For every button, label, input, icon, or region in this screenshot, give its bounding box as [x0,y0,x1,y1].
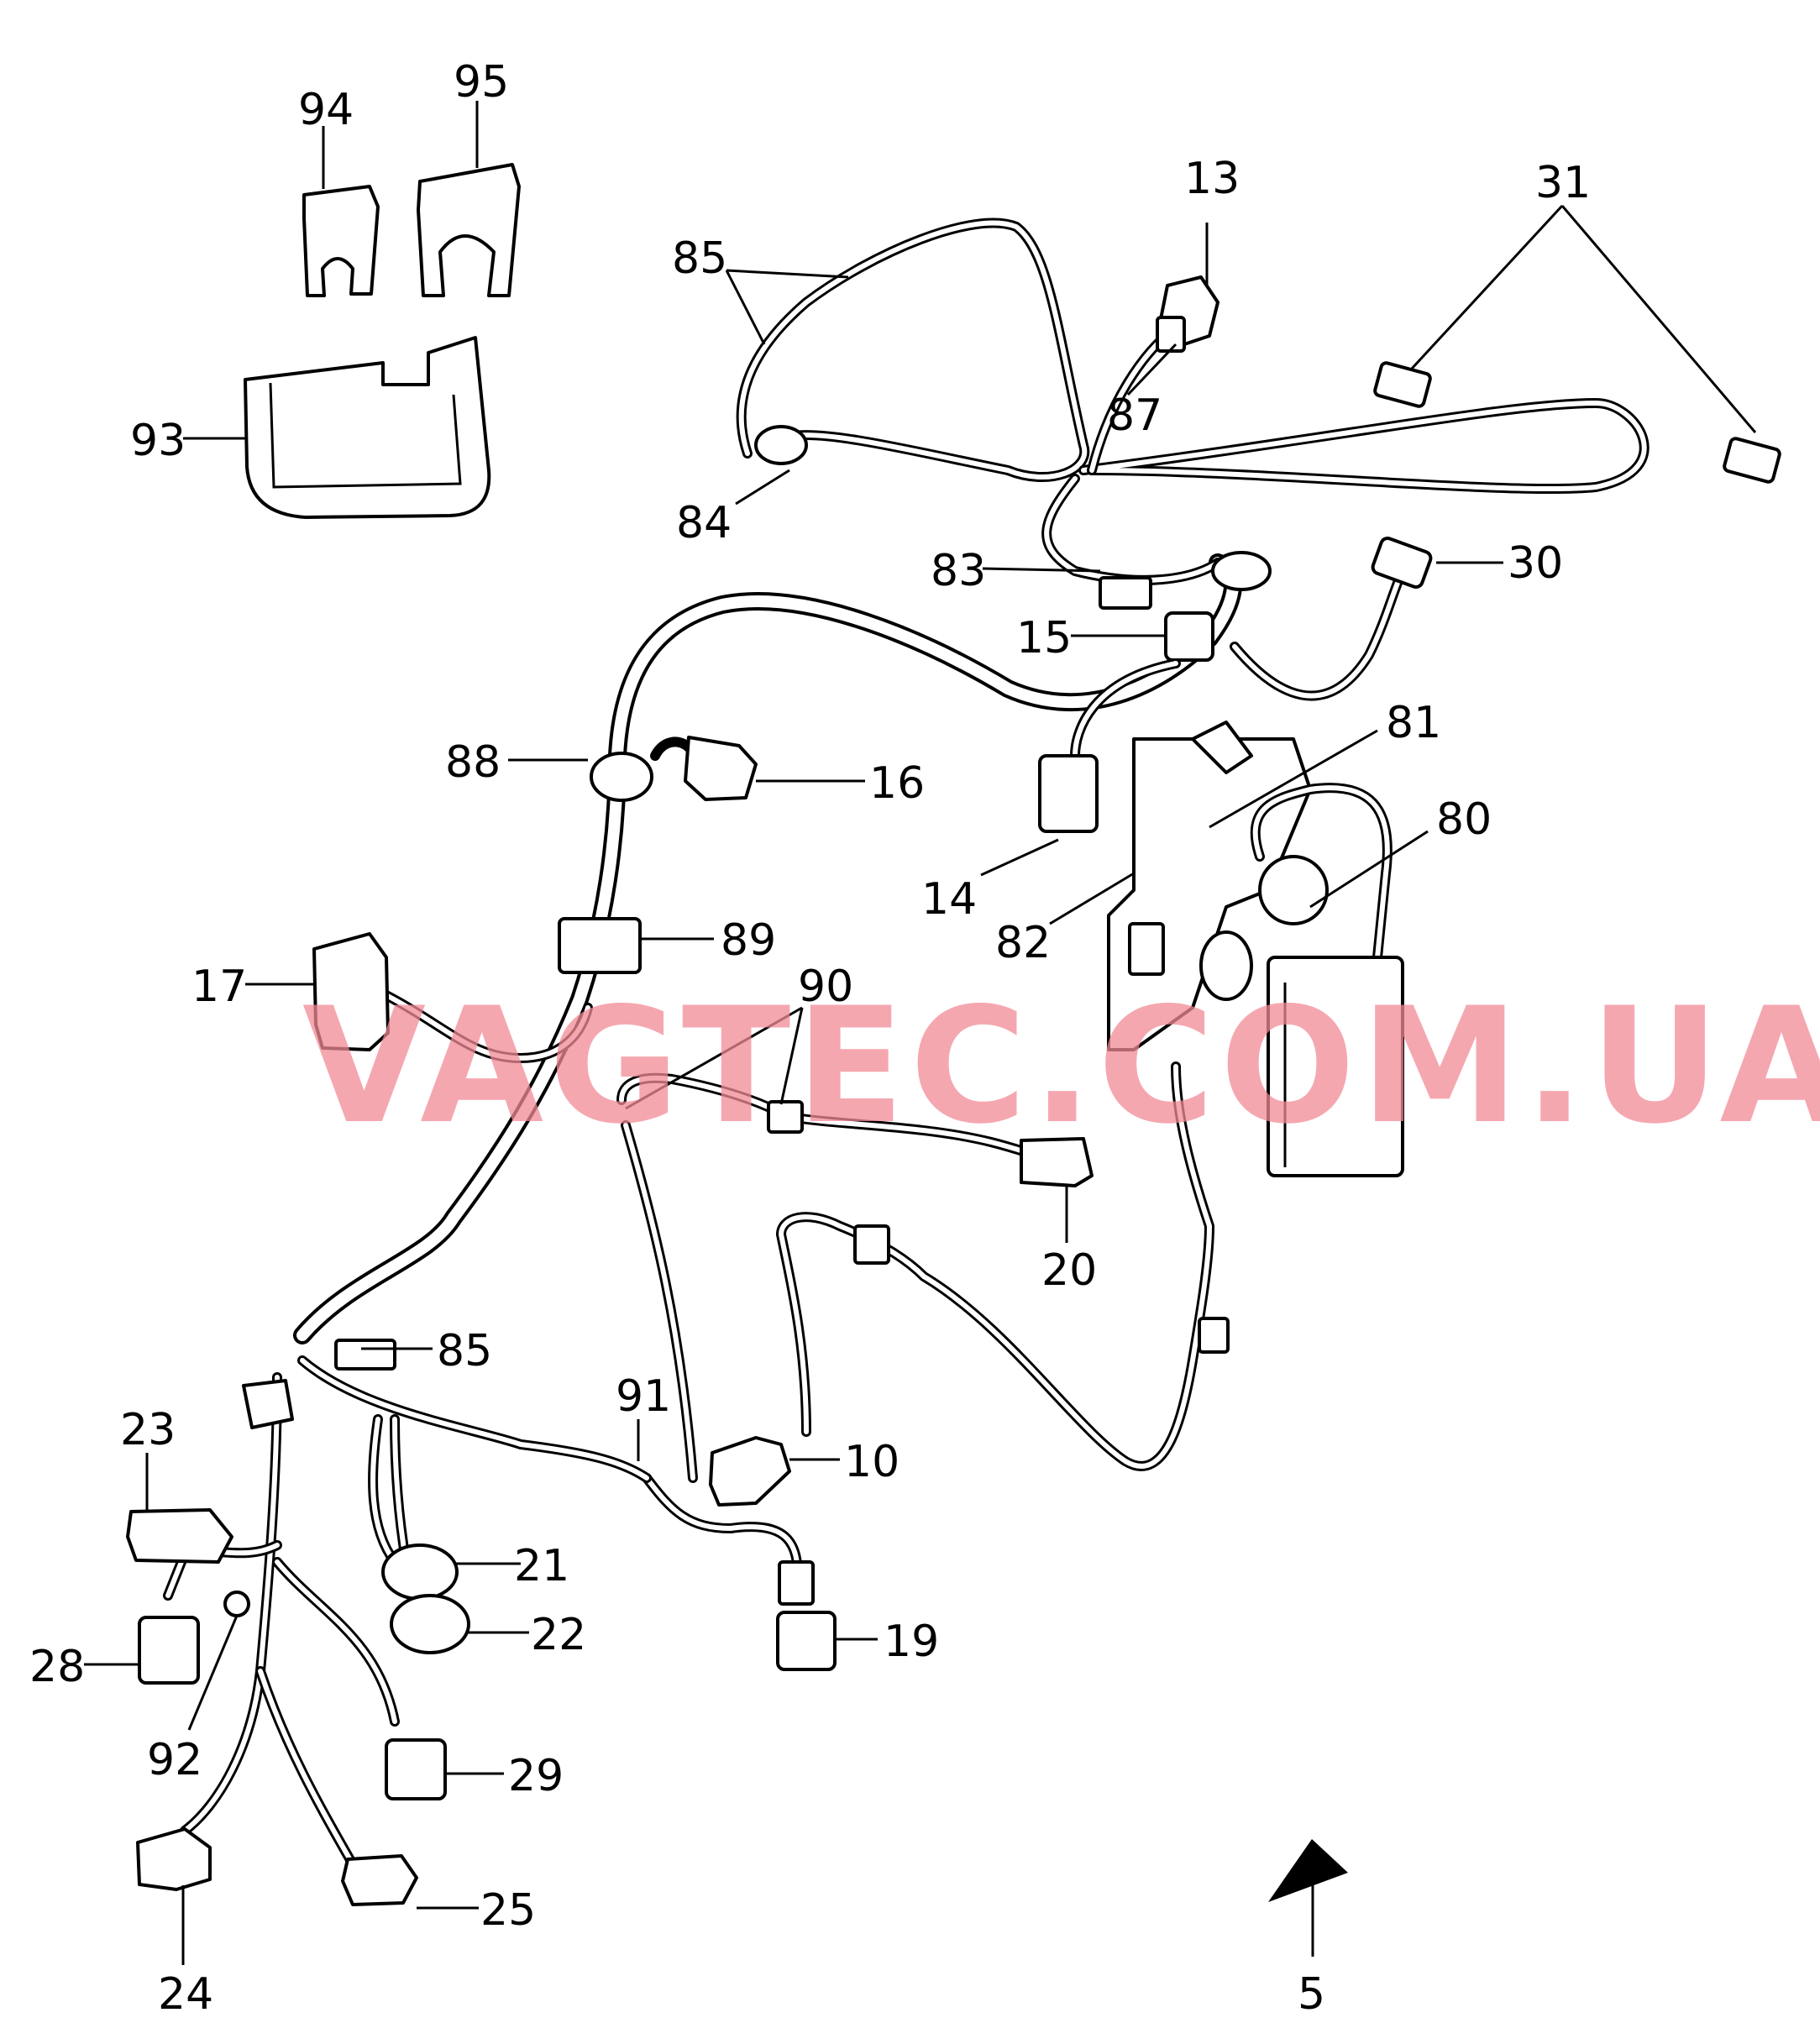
callout-16: 16 [869,758,925,809]
connector-15 [1164,611,1214,662]
callout-24: 24 [158,1969,213,2020]
callout-94: 94 [298,85,354,135]
callout-23: 23 [120,1405,176,1455]
callout-90: 90 [798,962,853,1012]
cable-20 [616,1072,1094,1187]
callout-13: 13 [1184,154,1240,204]
cable-19 [642,1473,837,1671]
callout-31: 31 [1535,158,1591,208]
connector-21 [381,1543,459,1601]
connector-13 [1156,275,1219,353]
clip-88 [590,752,653,802]
callout-30: 30 [1508,538,1563,589]
callout-95: 95 [454,57,509,107]
callout-25: 25 [480,1885,536,1936]
connector-24 [136,1827,212,1891]
connector-22 [390,1594,470,1654]
callout-85-top: 85 [672,233,727,284]
callout-22: 22 [531,1610,586,1660]
callout-88: 88 [445,737,501,788]
bracket-93 [244,336,491,519]
upper-harness-loop [736,217,1650,701]
sleeve-89 [558,917,642,974]
connector-25 [341,1854,418,1906]
callout-21: 21 [514,1541,569,1591]
connector-30 [1371,536,1433,590]
clip-92 [223,1591,250,1617]
callout-84: 84 [676,498,732,548]
callout-80: 80 [1436,794,1492,845]
callout-15: 15 [1016,613,1072,663]
callout-93: 93 [130,416,186,466]
connector-16 [650,736,758,801]
connector-14 [1038,658,1181,833]
clip-94 [302,185,380,297]
callout-29: 29 [508,1751,564,1801]
callout-20: 20 [1041,1245,1097,1296]
callout-labels: 94 95 93 85 84 13 87 31 83 30 15 81 88 1… [29,57,1591,2020]
callout-28: 28 [29,1642,85,1692]
branch-17 [312,932,593,1063]
leader-lines [84,101,1757,1965]
connector-28 [138,1616,200,1685]
callout-10: 10 [844,1437,900,1487]
clip-95 [417,163,521,297]
cable-10 [621,1061,1230,1507]
callout-83: 83 [931,546,986,596]
callout-82: 82 [995,918,1051,968]
callout-92: 92 [147,1735,202,1785]
direction-arrow-icon [1268,1839,1348,1902]
callout-89: 89 [721,915,776,966]
watermark-text: VAGTEC.COM.UA [302,973,1820,1159]
callout-17: 17 [191,962,247,1012]
connector-31 [1373,361,1781,484]
callout-87: 87 [1107,390,1162,441]
callout-19: 19 [884,1617,939,1667]
connector-29 [385,1738,447,1800]
grommet-83 [1211,551,1272,591]
callout-81: 81 [1386,698,1441,748]
connector-23 [126,1508,233,1564]
module-80 [1199,783,1404,1177]
callout-91: 91 [616,1371,671,1422]
callout-14: 14 [921,874,977,925]
callout-85-lower: 85 [437,1326,492,1376]
callout-5: 5 [1298,1969,1325,2020]
